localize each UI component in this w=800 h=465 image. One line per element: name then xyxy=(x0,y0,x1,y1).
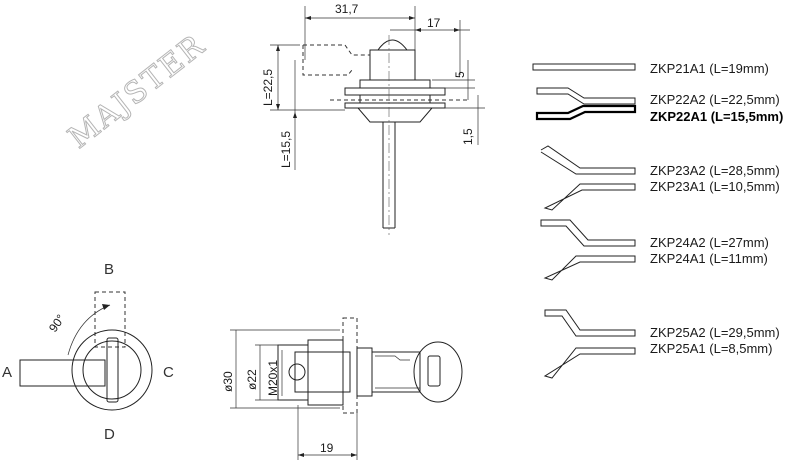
cam-label-zkp24a1: ZKP24A1 (L=11mm) xyxy=(650,251,768,266)
cam-shape-zkp25a2 xyxy=(544,309,636,337)
cam-label-zkp25a2: ZKP25A2 (L=29,5mm) xyxy=(650,325,780,340)
cam-label-zkp23a2: ZKP23A2 (L=28,5mm) xyxy=(650,163,780,178)
cam-shape-zkp25a1 xyxy=(543,347,636,379)
watermark-text: MAJSTER xyxy=(62,28,212,156)
dim-5: 5 xyxy=(453,71,467,78)
dim-thread: M20x1 xyxy=(266,360,280,396)
dim-19: 19 xyxy=(320,441,334,455)
cam-shape-zkp23a2 xyxy=(540,145,636,175)
cam-shape-zkp24a2 xyxy=(540,219,636,247)
cam-shape-zkp21a1 xyxy=(532,63,636,71)
rotation-view: 90° A B C D xyxy=(2,261,174,443)
cam-label-zkp25a1: ZKP25A1 (L=8,5mm) xyxy=(650,341,772,356)
side-view: 31,7 17 L=22,5 L=15,5 xyxy=(261,2,485,235)
dim-dia-22: ø22 xyxy=(245,369,259,390)
cam-label-zkp22a2: ZKP22A2 (L=22,5mm) xyxy=(650,92,780,107)
cam-label-zkp22a1: ZKP22A1 (L=15,5mm) xyxy=(650,109,783,124)
installed-view: ø30 ø22 M20x1 19 xyxy=(221,317,463,460)
cam-shape-zkp22a2 xyxy=(536,87,636,105)
position-a: A xyxy=(2,364,12,381)
dim-l-15-5: L=15,5 xyxy=(279,131,293,168)
position-b: B xyxy=(104,261,114,278)
dim-l-22-5: L=22,5 xyxy=(261,69,275,106)
cam-label-zkp21a1: ZKP21A1 (L=19mm) xyxy=(650,61,769,76)
cam-label-zkp24a2: ZKP24A2 (L=27mm) xyxy=(650,235,769,250)
position-c: C xyxy=(163,364,174,381)
dim-1-5: 1,5 xyxy=(461,128,475,145)
dim-dia-30: ø30 xyxy=(221,371,235,392)
dim-17: 17 xyxy=(427,16,441,30)
cam-shape-zkp23a1 xyxy=(543,183,636,211)
cam-shape-zkp24a1 xyxy=(543,255,636,281)
position-d: D xyxy=(104,426,115,443)
cam-shapes xyxy=(532,63,637,379)
cam-label-zkp23a1: ZKP23A1 (L=10,5mm) xyxy=(650,179,780,194)
angle-90: 90° xyxy=(46,312,68,335)
cam-shape-zkp22a1 xyxy=(535,104,637,121)
dim-31-7: 31,7 xyxy=(335,2,359,16)
